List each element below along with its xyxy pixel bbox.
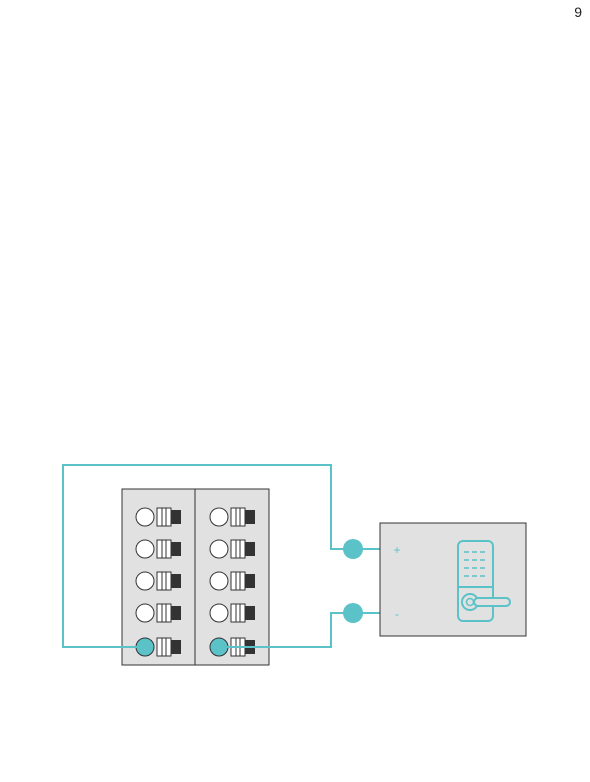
- terminal-clamp: [231, 572, 245, 590]
- terminal-screw-head: [210, 604, 228, 622]
- terminal-screw-head: [136, 604, 154, 622]
- terminal-clamp: [157, 638, 171, 656]
- positive-terminal-label: +: [393, 543, 400, 557]
- terminal-screw: [136, 572, 181, 590]
- terminal-screw-head: [210, 572, 228, 590]
- terminal-screw: [210, 572, 255, 590]
- terminal-connector: [171, 606, 181, 620]
- terminal-clamp: [157, 604, 171, 622]
- terminal-screw: [210, 508, 255, 526]
- terminal-connector: [171, 574, 181, 588]
- negative-wire-node: [343, 603, 363, 623]
- terminal-screw-head: [210, 508, 228, 526]
- terminal-clamp: [231, 604, 245, 622]
- terminal-screw: [210, 604, 255, 622]
- terminal-screw-head: [136, 572, 154, 590]
- terminal-clamp: [157, 508, 171, 526]
- terminal-connector: [171, 542, 181, 556]
- terminal-connector: [171, 510, 181, 524]
- terminal-screw-head: [136, 540, 154, 558]
- terminal-screw: [136, 540, 181, 558]
- lock-unit: + -: [380, 523, 526, 636]
- terminal-clamp: [231, 540, 245, 558]
- terminal-screw: [136, 508, 181, 526]
- terminal-connector: [245, 574, 255, 588]
- positive-wire-node: [343, 539, 363, 559]
- terminal-screw-head: [136, 508, 154, 526]
- terminal-connector: [245, 542, 255, 556]
- terminal-clamp: [157, 540, 171, 558]
- terminal-block: [122, 489, 269, 665]
- terminal-screw: [210, 540, 255, 558]
- terminal-connector: [245, 606, 255, 620]
- terminal-connector: [171, 640, 181, 654]
- terminal-connector: [245, 510, 255, 524]
- lock-unit-panel: [380, 523, 526, 636]
- terminal-clamp: [231, 508, 245, 526]
- terminal-screw: [136, 604, 181, 622]
- terminal-clamp: [157, 572, 171, 590]
- lever-handle: [474, 598, 510, 606]
- negative-terminal-label: -: [395, 607, 399, 621]
- terminal-screw-head: [210, 540, 228, 558]
